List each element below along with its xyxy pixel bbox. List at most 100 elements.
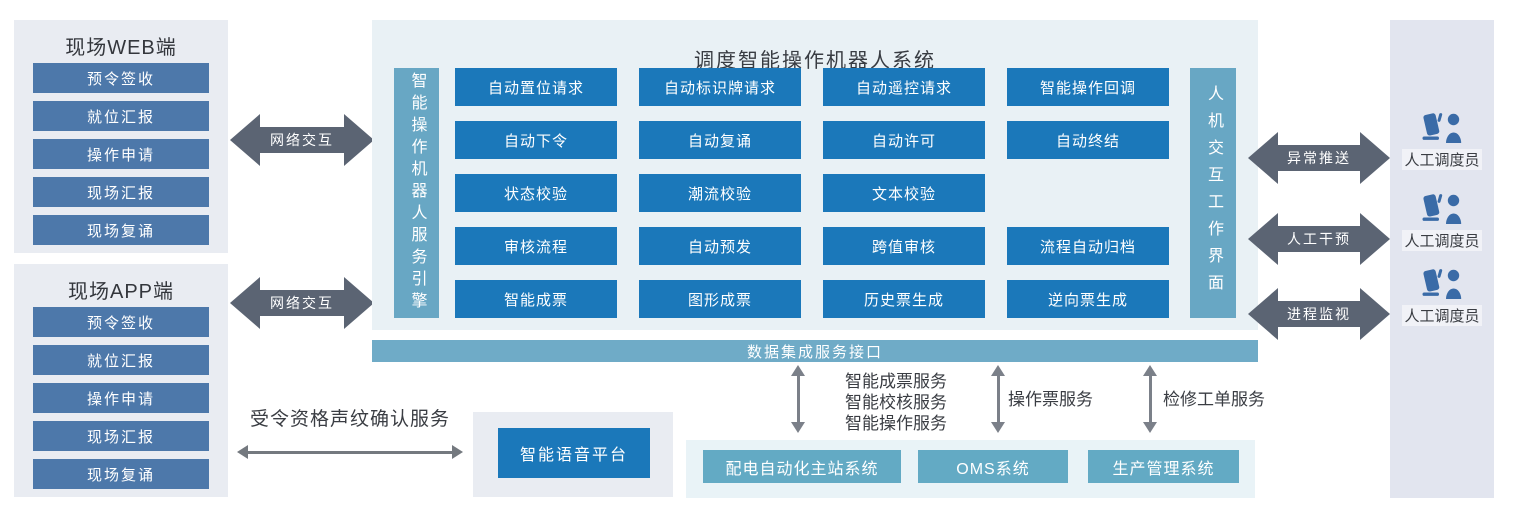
- hmi-link-label: 异常推送: [1278, 145, 1360, 171]
- network-arrow-web: 网络交互: [230, 114, 374, 166]
- service-arrow: [790, 365, 806, 433]
- process-monitor-arrow: 进程监视: [1248, 288, 1390, 340]
- web-terminal-item[interactable]: 现场复诵: [33, 215, 209, 245]
- module-button[interactable]: 自动下令: [455, 121, 617, 159]
- dispatcher-group: 人工调度员: [1390, 192, 1494, 251]
- web-terminal-item[interactable]: 现场汇报: [33, 177, 209, 207]
- module-button-empty: [1007, 174, 1169, 212]
- service-label: 智能校核服务: [845, 393, 947, 412]
- arrow-left-icon: [230, 114, 260, 166]
- hmi-bar: 人机交互工作界面: [1190, 68, 1236, 318]
- app-terminal-items: 预令签收 就位汇报 操作申请 现场汇报 现场复诵: [33, 307, 209, 489]
- service-label: 操作票服务: [1008, 389, 1093, 409]
- arrow-shaft: [1148, 376, 1152, 422]
- arrow-right-icon: [344, 277, 374, 329]
- module-button[interactable]: 智能操作回调: [1007, 68, 1169, 106]
- arrow-right-icon: [1360, 132, 1390, 184]
- dispatchers-panel: 人工调度员 人工调度员 人工调度员: [1390, 20, 1494, 498]
- app-terminal-item[interactable]: 就位汇报: [33, 345, 209, 375]
- module-button[interactable]: 审核流程: [455, 227, 617, 265]
- robot-system-panel: 调度智能操作机器人系统 智能操作机器人服务引擎 自动置位请求 自动标识牌请求 自…: [372, 20, 1258, 330]
- module-button[interactable]: 状态校验: [455, 174, 617, 212]
- engine-bar: 智能操作机器人服务引擎: [394, 68, 439, 318]
- web-terminal-item[interactable]: 就位汇报: [33, 101, 209, 131]
- service-label-group: 检修工单服务: [1163, 365, 1265, 433]
- dispatcher-label: 人工调度员: [1402, 149, 1482, 170]
- arrow-right-icon: [1360, 213, 1390, 265]
- arrow-down-icon: [791, 422, 805, 433]
- hmi-link-label: 进程监视: [1278, 301, 1360, 327]
- voice-platform-button[interactable]: 智能语音平台: [498, 428, 650, 478]
- arrow-right-icon: [344, 114, 374, 166]
- service-arrow: [990, 365, 1006, 433]
- system-box[interactable]: OMS系统: [918, 450, 1068, 483]
- arrow-right-icon: [452, 445, 463, 459]
- module-button[interactable]: 自动置位请求: [455, 68, 617, 106]
- system-box[interactable]: 生产管理系统: [1088, 450, 1239, 483]
- arrow-shaft: [248, 450, 452, 454]
- external-systems-panel: 配电自动化主站系统 OMS系统 生产管理系统: [686, 440, 1255, 498]
- service-label-group: 智能成票服务 智能校核服务 智能操作服务: [845, 371, 947, 434]
- module-button[interactable]: 自动复诵: [639, 121, 801, 159]
- hmi-link-label: 人工干预: [1278, 226, 1360, 252]
- system-title: 调度智能操作机器人系统: [694, 50, 936, 72]
- service-label: 检修工单服务: [1163, 389, 1265, 409]
- web-terminal-item[interactable]: 预令签收: [33, 63, 209, 93]
- module-button[interactable]: 文本校验: [823, 174, 985, 212]
- module-button[interactable]: 自动遥控请求: [823, 68, 985, 106]
- module-button[interactable]: 逆向票生成: [1007, 280, 1169, 318]
- module-button[interactable]: 跨值审核: [823, 227, 985, 265]
- manual-intervention-arrow: 人工干预: [1248, 213, 1390, 265]
- module-grid: 自动置位请求 自动标识牌请求 自动遥控请求 智能操作回调 自动下令 自动复诵 自…: [455, 68, 1169, 318]
- voiceprint-arrow: [237, 445, 463, 459]
- arrow-left-icon: [230, 277, 260, 329]
- module-button[interactable]: 自动许可: [823, 121, 985, 159]
- arrow-shaft: [796, 376, 800, 422]
- module-button[interactable]: 智能成票: [455, 280, 617, 318]
- app-terminal-item[interactable]: 现场复诵: [33, 459, 209, 489]
- service-label: 智能成票服务: [845, 372, 947, 391]
- web-terminal-title: 现场WEB端: [65, 36, 177, 59]
- web-terminal-item[interactable]: 操作申请: [33, 139, 209, 169]
- service-label-group: 操作票服务: [1008, 365, 1093, 433]
- module-button[interactable]: 历史票生成: [823, 280, 985, 318]
- arrow-up-icon: [991, 365, 1005, 376]
- exception-push-arrow: 异常推送: [1248, 132, 1390, 184]
- app-terminal-panel: 现场APP端 预令签收 就位汇报 操作申请 现场汇报 现场复诵: [14, 264, 228, 497]
- system-box[interactable]: 配电自动化主站系统: [703, 450, 901, 483]
- module-button[interactable]: 流程自动归档: [1007, 227, 1169, 265]
- module-button[interactable]: 自动终结: [1007, 121, 1169, 159]
- module-button[interactable]: 自动预发: [639, 227, 801, 265]
- arrow-left-icon: [237, 445, 248, 459]
- module-button[interactable]: 潮流校验: [639, 174, 801, 212]
- app-terminal-item[interactable]: 预令签收: [33, 307, 209, 337]
- arrow-down-icon: [1143, 422, 1157, 433]
- dispatcher-icon: [1422, 269, 1462, 299]
- dispatcher-label: 人工调度员: [1402, 230, 1482, 251]
- module-button[interactable]: 图形成票: [639, 280, 801, 318]
- web-terminal-panel: 现场WEB端 预令签收 就位汇报 操作申请 现场汇报 现场复诵: [14, 20, 228, 253]
- module-button[interactable]: 自动标识牌请求: [639, 68, 801, 106]
- dispatcher-icon: [1422, 113, 1462, 143]
- data-integration-bar: 数据集成服务接口: [372, 340, 1258, 362]
- service-arrow: [1142, 365, 1158, 433]
- dispatcher-group: 人工调度员: [1390, 267, 1494, 326]
- voice-platform-panel: 智能语音平台: [473, 412, 673, 497]
- web-terminal-items: 预令签收 就位汇报 操作申请 现场汇报 现场复诵: [33, 63, 209, 245]
- dispatcher-label: 人工调度员: [1402, 305, 1482, 326]
- arrow-up-icon: [791, 365, 805, 376]
- dispatcher-group: 人工调度员: [1390, 111, 1494, 170]
- app-terminal-item[interactable]: 操作申请: [33, 383, 209, 413]
- network-arrow-label: 网络交互: [260, 127, 344, 153]
- app-terminal-item[interactable]: 现场汇报: [33, 421, 209, 451]
- network-arrow-label: 网络交互: [260, 290, 344, 316]
- dispatcher-icon: [1422, 194, 1462, 224]
- arrow-up-icon: [1143, 365, 1157, 376]
- arrow-left-icon: [1248, 213, 1278, 265]
- app-terminal-title: 现场APP端: [67, 280, 175, 303]
- arrow-right-icon: [1360, 288, 1390, 340]
- arrow-shaft: [996, 376, 1000, 422]
- arrow-left-icon: [1248, 288, 1278, 340]
- arrow-down-icon: [991, 422, 1005, 433]
